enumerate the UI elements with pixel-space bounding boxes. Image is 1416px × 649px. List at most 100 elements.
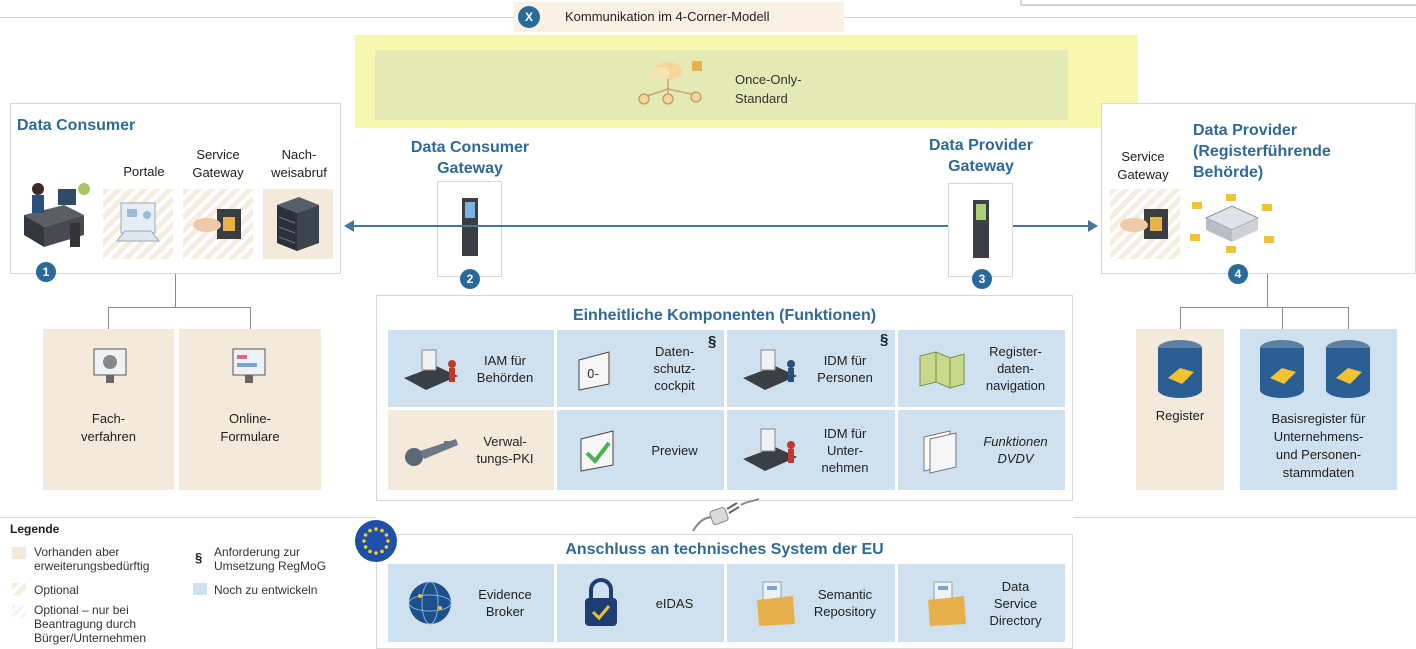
cloud-network-icon <box>630 55 710 113</box>
form-icon <box>232 348 266 383</box>
eu-flag-icon <box>355 520 397 562</box>
basisregister-line4: stammdaten <box>1282 465 1355 480</box>
datenschutz-paragraph: § <box>708 333 717 350</box>
card-reader-icon <box>193 209 241 239</box>
online-formulare-line2: Formulare <box>220 429 280 444</box>
nachweisabruf-tile <box>263 189 333 259</box>
arrow-head-right <box>1088 220 1098 232</box>
kiosk-icon <box>973 200 989 258</box>
lock-icon <box>569 578 631 628</box>
map-icon <box>910 344 972 394</box>
consumer-service-gateway-line1: Service <box>196 147 240 162</box>
provider-connector-h <box>1180 307 1348 308</box>
provider-service-gateway-line1: Service <box>1121 149 1165 164</box>
preview-label: Preview <box>651 442 698 458</box>
legend-optional: Optional <box>34 583 79 597</box>
eu-title: Anschluss an technisches System der EU <box>565 541 884 558</box>
legend-swatch-optional <box>12 583 26 595</box>
idm-person-icon <box>739 344 801 394</box>
register-label: Register <box>1155 408 1205 423</box>
nachweisabruf-label: Nach- weisabruf <box>262 146 336 182</box>
provider-gateway-title-line1: Data Provider <box>928 137 1034 154</box>
nachweisabruf-line2: weisabruf <box>271 165 327 180</box>
cockpit-icon: 0- <box>569 344 631 394</box>
legend-divider <box>0 517 376 518</box>
fachverfahren-label: Fach- verfahren <box>43 410 174 446</box>
provider-service-gateway-label: Service Gateway <box>1105 148 1181 184</box>
provider-connector-r <box>1348 307 1349 347</box>
kiosk-icon <box>462 198 478 256</box>
provider-badge: 4 <box>1228 264 1248 284</box>
consumer-gateway-title-line2: Gateway <box>437 160 503 177</box>
svg-text:0-: 0- <box>587 367 599 381</box>
arrow-head-left <box>344 220 354 232</box>
legend-noch: Noch zu entwickeln <box>214 583 318 597</box>
data-provider-title: Data Provider (Registerführende Behörde) <box>1193 120 1331 183</box>
pki-label: Verwal-tungs-PKI <box>476 434 534 466</box>
checkmark-icon <box>569 425 631 475</box>
card-reader-icon <box>1120 209 1168 239</box>
components-title: Einheitliche Komponenten (Funktionen) <box>572 307 877 324</box>
registerdaten-label: Register-daten-navigation <box>985 344 1046 393</box>
consumer-connector-l <box>108 307 109 329</box>
online-formulare-label: Online- Formulare <box>179 410 321 446</box>
provider-connector <box>1267 274 1268 307</box>
standard-label-line2: Standard <box>735 91 788 106</box>
basisregister-label: Basisregister für Unternehmens- und Pers… <box>1240 410 1397 482</box>
idm-company-icon <box>739 425 801 475</box>
monitor-icon <box>93 348 127 383</box>
eidas-label: eIDAS <box>655 595 694 611</box>
authority-database-icon <box>1186 192 1278 256</box>
consumer-connector-r <box>250 307 251 329</box>
portal-icon <box>115 202 161 242</box>
idm-personen-paragraph: § <box>880 331 889 348</box>
standard-label-line1: Once-Only- <box>735 72 802 87</box>
legend-swatch-optional-nur <box>12 605 26 617</box>
legend-title: Legende <box>10 522 60 536</box>
provider-gateway-box <box>948 183 1013 277</box>
consumer-gateway-title: Data Consumer Gateway <box>392 137 548 179</box>
folder-icon <box>910 578 972 628</box>
legend-swatch-vorhanden <box>12 547 26 559</box>
provider-gateway-title-line2: Gateway <box>948 158 1014 175</box>
provider-connector-m <box>1282 307 1283 347</box>
consumer-service-gateway-tile <box>183 189 253 259</box>
data-consumer-title: Data Consumer <box>17 117 136 134</box>
fachverfahren-tile <box>43 329 174 490</box>
key-icon <box>400 425 462 475</box>
standard-label: Once-Only- Standard <box>735 70 801 108</box>
preview-cell: Preview <box>557 410 724 490</box>
folder-icon <box>739 578 801 628</box>
consumer-gateway-badge: 2 <box>460 269 480 289</box>
data-provider-title-line1: Data Provider <box>1193 122 1298 139</box>
datenschutz-cell: 0- Daten-schutz-cockpit <box>557 330 724 407</box>
pki-cell: Verwal-tungs-PKI <box>388 410 554 490</box>
provider-connector-l <box>1180 307 1181 347</box>
database-icon <box>1260 340 1304 398</box>
plug-icon <box>692 498 760 532</box>
datenschutz-label: Daten-schutz-cockpit <box>653 344 696 393</box>
online-formulare-tile <box>179 329 321 490</box>
fachverfahren-line2: verfahren <box>81 429 136 444</box>
fachverfahren-line1: Fach- <box>91 411 126 426</box>
legend-paragraph-symbol: § <box>195 550 203 565</box>
consumer-service-gateway-label: Service Gateway <box>182 146 254 182</box>
consumer-service-gateway-line2: Gateway <box>192 165 244 180</box>
nachweisabruf-line1: Nach- <box>281 147 317 162</box>
provider-gateway-title: Data Provider Gateway <box>903 135 1059 177</box>
